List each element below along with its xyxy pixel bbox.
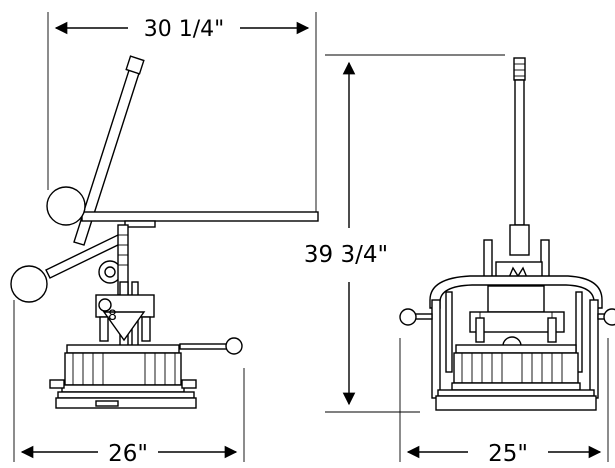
press-front-view xyxy=(399,57,615,411)
height-label: 39 3/4" xyxy=(304,242,388,268)
dimension-height: 39 3/4" xyxy=(304,54,505,413)
top-width-label: 30 1/4" xyxy=(144,17,225,42)
front-base-width-label: 25" xyxy=(488,441,528,467)
press-side-view: 8 xyxy=(10,55,319,409)
side-base-width-label: 26" xyxy=(108,441,148,467)
svg-text:8: 8 xyxy=(108,308,117,324)
dimension-side-base-width: 26" xyxy=(13,300,245,467)
dimension-front-base-width: 25" xyxy=(399,338,609,467)
dimension-top-width: 30 1/4" xyxy=(47,12,317,215)
